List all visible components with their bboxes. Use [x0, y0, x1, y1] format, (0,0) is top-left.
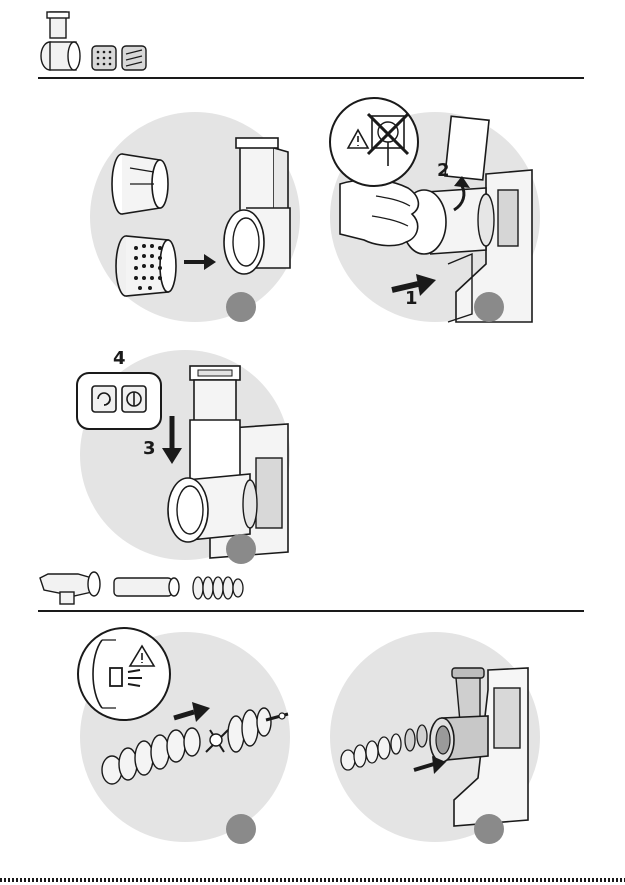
grater-attachment-icon [38, 10, 158, 74]
step-number-switch: 4 [113, 350, 126, 368]
mincer-parts-icon [38, 566, 248, 608]
mincer-assembly-illustration [338, 660, 538, 830]
no-plug-icon [328, 96, 420, 188]
section-divider [38, 77, 584, 79]
lock-indicator-icon [76, 626, 172, 722]
step-badge-b [474, 292, 504, 322]
step-badge-e [474, 814, 504, 844]
step-number-rotate: 2 [437, 162, 450, 180]
power-switch-icon [76, 372, 162, 430]
page-bottom-border [0, 878, 625, 882]
step-badge-c [226, 534, 256, 564]
slicer-drum-illustration [100, 138, 300, 298]
step-number-push: 1 [405, 290, 418, 308]
insert-pusher-illustration [150, 362, 300, 562]
section-divider-2 [38, 610, 584, 612]
step-badge-a [226, 292, 256, 322]
step-number-insert: 3 [143, 440, 156, 458]
step-badge-d [226, 814, 256, 844]
